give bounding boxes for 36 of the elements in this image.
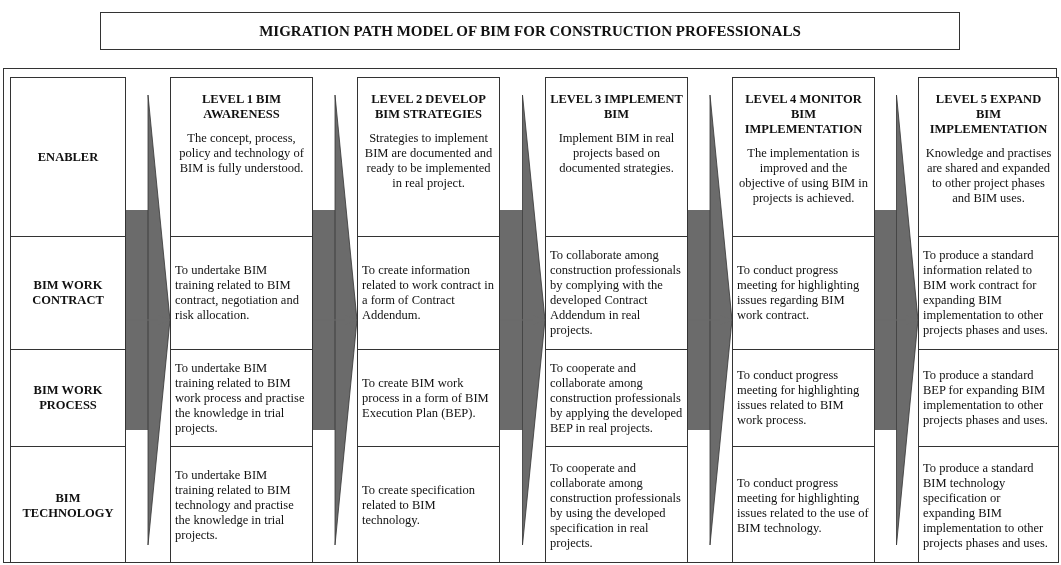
level-description: The implementation is improved and the objective of using BIM in projects is achieved. <box>737 146 870 206</box>
activity-description: To create BIM work process in a form of BIM Execution Plan (BEP). <box>358 349 499 446</box>
activity-description: To conduct progress meeting for highlighting issues related to the use of BIM technology. <box>733 446 874 564</box>
column-panel <box>10 77 126 563</box>
title-banner: MIGRATION PATH MODEL OF BIM FOR CONSTRUCTION PROFESSIONALS <box>100 12 960 50</box>
column-panel <box>357 77 500 563</box>
level-heading: LEVEL 1 BIM AWARENESS <box>200 92 283 122</box>
column-panel <box>170 77 313 563</box>
column-panel <box>918 77 1059 563</box>
activity-description: To cooperate and collaborate among construction professionals by using the developed specification in real projects. <box>546 446 687 564</box>
level-heading: LEVEL 2 DEVELOP BIM STRATEGIES <box>370 92 487 122</box>
activity-description: To conduct progress meeting for highlighting issues regarding BIM work contract. <box>733 236 874 349</box>
activity-description: To collaborate among construction professionals by complying with the developed Contract Addendum in real projects. <box>546 236 687 349</box>
level-description: Implement BIM in real projects based on documented strategies. <box>557 131 676 176</box>
activity-description: To produce a standard BIM technology specification or expanding BIM implementation to other projects phases and uses. <box>919 446 1058 564</box>
activity-description: To conduct progress meeting for highlighting issues related to BIM work process. <box>733 349 874 446</box>
row-heading: ENABLER <box>11 78 125 236</box>
activity-description: To undertake BIM training related to BIM contract, negotiation and risk allocation. <box>171 236 312 349</box>
row-heading: BIM WORK PROCESS <box>11 349 125 446</box>
activity-description: To produce a standard information related to BIM work contract for expanding BIM implementation to other projects phases and uses. <box>919 236 1058 349</box>
activity-description: To cooperate and collaborate among construction professionals by applying the developed BEP in real projects. <box>546 349 687 446</box>
level-heading: LEVEL 4 MONITOR BIM IMPLEMENTATION <box>743 92 864 137</box>
level-description: Strategies to implement BIM are documented and ready to be implemented in real project. <box>363 131 494 191</box>
activity-description: To create information related to work contract in a form of Contract Addendum. <box>358 236 499 349</box>
row-heading: BIM WORK CONTRACT <box>11 236 125 349</box>
activity-description: To produce a standard BEP for expanding BIM implementation to other projects phases and uses. <box>919 349 1058 446</box>
level-heading: LEVEL 3 IMPLEMENT BIM <box>550 92 683 122</box>
activity-description: To undertake BIM training related to BIM work process and practise the knowledge in trial projects. <box>171 349 312 446</box>
level-description: The concept, process, policy and technology of BIM is fully understood. <box>178 131 305 176</box>
column-panel <box>732 77 875 563</box>
activity-description: To create specification related to BIM technology. <box>358 446 499 564</box>
column-panel <box>545 77 688 563</box>
level-description: Knowledge and practises are shared and expanded to other project phases and BIM uses. <box>924 146 1053 206</box>
row-heading: BIM TECHNOLOGY <box>11 446 125 564</box>
activity-description: To undertake BIM training related to BIM technology and practise the knowledge in trial projects. <box>171 446 312 564</box>
level-heading: LEVEL 5 EXPAND BIM IMPLEMENTATION <box>928 92 1049 137</box>
